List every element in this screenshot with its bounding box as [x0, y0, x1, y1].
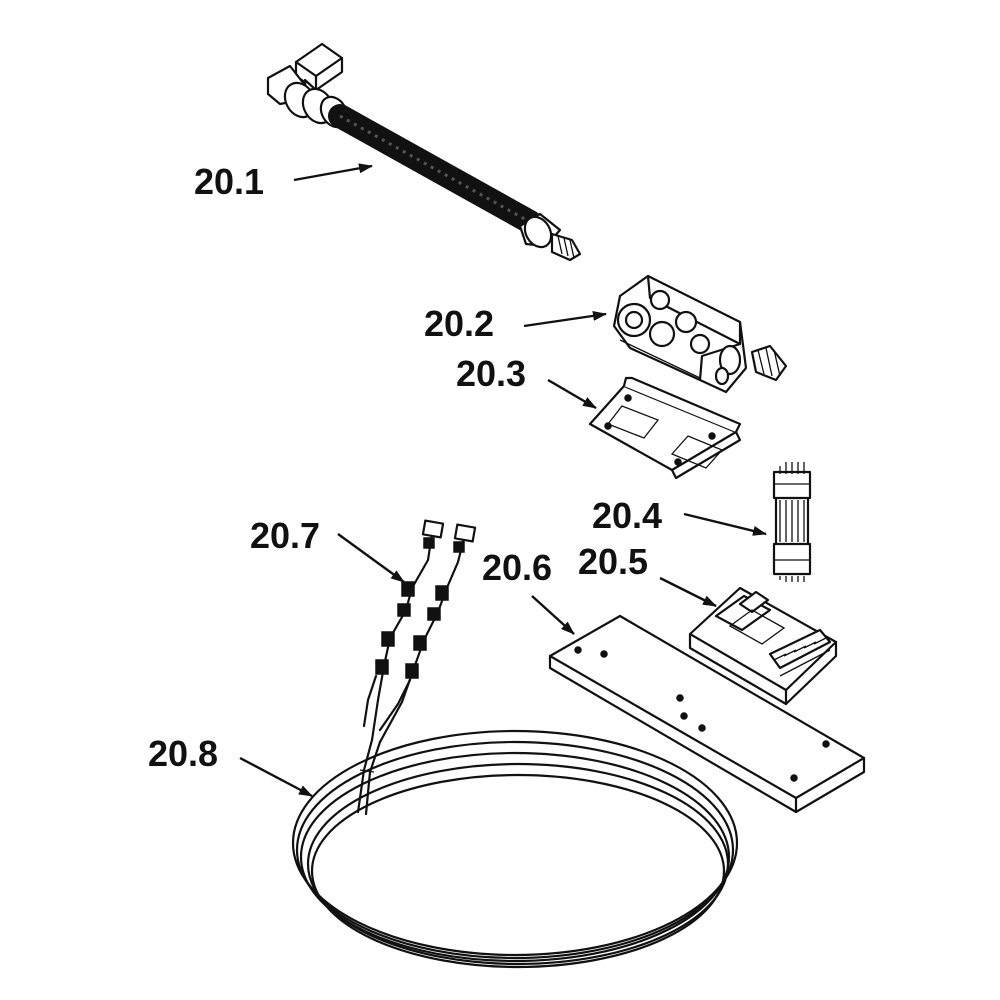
callout-label-20-7: 20.7 — [250, 515, 320, 556]
callout-label-20-2: 20.2 — [424, 303, 494, 344]
callout-20-7: 20.7 — [250, 515, 405, 583]
callout-label-20-1: 20.1 — [194, 161, 264, 202]
leader-arrow-20-3 — [547, 378, 597, 410]
callout-20-2: 20.2 — [424, 303, 607, 344]
leader-arrow-20-6 — [531, 595, 575, 635]
part-20-2-gas-valve — [612, 274, 788, 394]
leader-arrow-20-1 — [293, 163, 373, 182]
callout-label-20-5: 20.5 — [578, 541, 648, 582]
part-20-1-gas-hose — [266, 42, 582, 262]
part-20-8-cable-coil — [291, 729, 739, 969]
callout-20-1: 20.1 — [194, 161, 373, 202]
leader-arrow-20-8 — [239, 756, 313, 798]
part-20-4-connector — [772, 462, 812, 582]
part-20-3-bracket — [588, 376, 742, 480]
leader-arrow-20-4 — [683, 512, 767, 536]
callout-label-20-4: 20.4 — [592, 495, 662, 536]
callout-label-20-3: 20.3 — [456, 353, 526, 394]
part-20-6-mounting-plate — [548, 614, 866, 814]
callout-20-5: 20.5 — [578, 541, 717, 608]
callout-20-8: 20.8 — [148, 733, 313, 798]
callout-20-6: 20.6 — [482, 547, 575, 635]
leader-arrow-20-5 — [659, 576, 717, 608]
callout-20-4: 20.4 — [592, 495, 767, 536]
callout-label-20-6: 20.6 — [482, 547, 552, 588]
leader-arrow-20-7 — [337, 533, 405, 583]
callout-label-20-8: 20.8 — [148, 733, 218, 774]
part-20-7-harness — [362, 519, 477, 744]
leader-arrow-20-2 — [523, 310, 607, 328]
callout-20-3: 20.3 — [456, 353, 597, 410]
part-20-5-control-module — [688, 586, 838, 706]
